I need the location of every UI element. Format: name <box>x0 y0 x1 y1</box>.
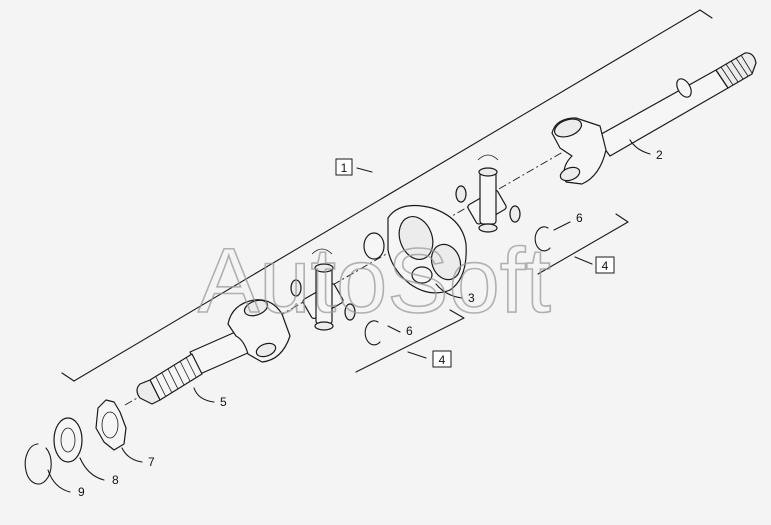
callout-4-right: 4 <box>595 256 615 274</box>
callout-8-label: 8 <box>112 473 119 487</box>
callout-1: 1 <box>335 158 353 176</box>
kit-bracket-4-right <box>537 213 629 275</box>
washer-8 <box>53 417 83 463</box>
axle-shaft-left <box>136 299 291 405</box>
snap-ring-left <box>364 320 381 346</box>
callout-5-label: 5 <box>220 395 227 409</box>
callout-7-label: 7 <box>148 455 155 469</box>
center-yoke <box>363 205 467 294</box>
washer-7 <box>95 399 127 451</box>
callout-2-label: 2 <box>656 148 663 162</box>
watermark: AutoSoft <box>198 230 551 332</box>
kit-bracket-4-left <box>355 309 465 373</box>
u-joint-cross-left <box>290 248 356 331</box>
callout-6-left-label: 6 <box>406 324 413 338</box>
u-joint-cross-right <box>455 154 521 233</box>
axle-shaft-right <box>551 52 757 185</box>
callout-1-label: 1 <box>341 161 348 175</box>
callout-4-left: 4 <box>432 350 452 368</box>
leader-lines <box>47 139 651 493</box>
snap-ring-9 <box>24 443 52 485</box>
callout-4-left-label: 4 <box>439 353 446 367</box>
callout-9-label: 9 <box>78 485 85 499</box>
snap-ring-right <box>534 226 551 252</box>
callout-6-right-label: 6 <box>576 211 583 225</box>
assembly-bracket-1 <box>61 9 713 382</box>
callout-4-right-label: 4 <box>602 259 609 273</box>
callout-3-label: 3 <box>468 291 475 305</box>
